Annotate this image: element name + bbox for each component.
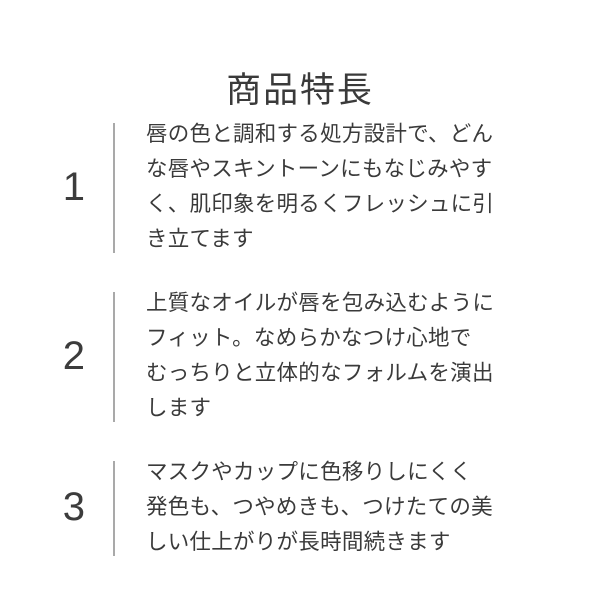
feature-list: 1 唇の色と調和する処方設計で、どん な唇やスキントーンにもなじみやす く、肌印… (0, 116, 600, 560)
page-title: 商品特長 (226, 71, 374, 111)
feature-item-3: 3 マスクやカップに色移りしにくく 発色も、つやめきも、つけたての美 しい仕上が… (0, 454, 600, 560)
feature-divider-1 (113, 123, 115, 253)
feature-text-3: マスクやカップに色移りしにくく 発色も、つやめきも、つけたての美 しい仕上がりが… (146, 460, 493, 554)
feature-divider-2 (113, 292, 115, 422)
feature-number-3: 3 (62, 485, 85, 529)
feature-divider-3 (113, 461, 115, 556)
feature-text-2: 上質なオイルが唇を包み込むように フィット。なめらかなつけ心地で むっちりと立体… (146, 291, 495, 420)
feature-item-1: 1 唇の色と調和する処方設計で、どん な唇やスキントーンにもなじみやす く、肌印… (0, 116, 600, 257)
feature-number-2: 2 (62, 333, 85, 378)
feature-text-1: 唇の色と調和する処方設計で、どん な唇やスキントーンにもなじみやす く、肌印象を… (146, 122, 495, 251)
feature-item-2: 2 上質なオイルが唇を包み込むように フィット。なめらかなつけ心地で むっちりと… (0, 285, 600, 426)
feature-number-1: 1 (62, 164, 85, 209)
